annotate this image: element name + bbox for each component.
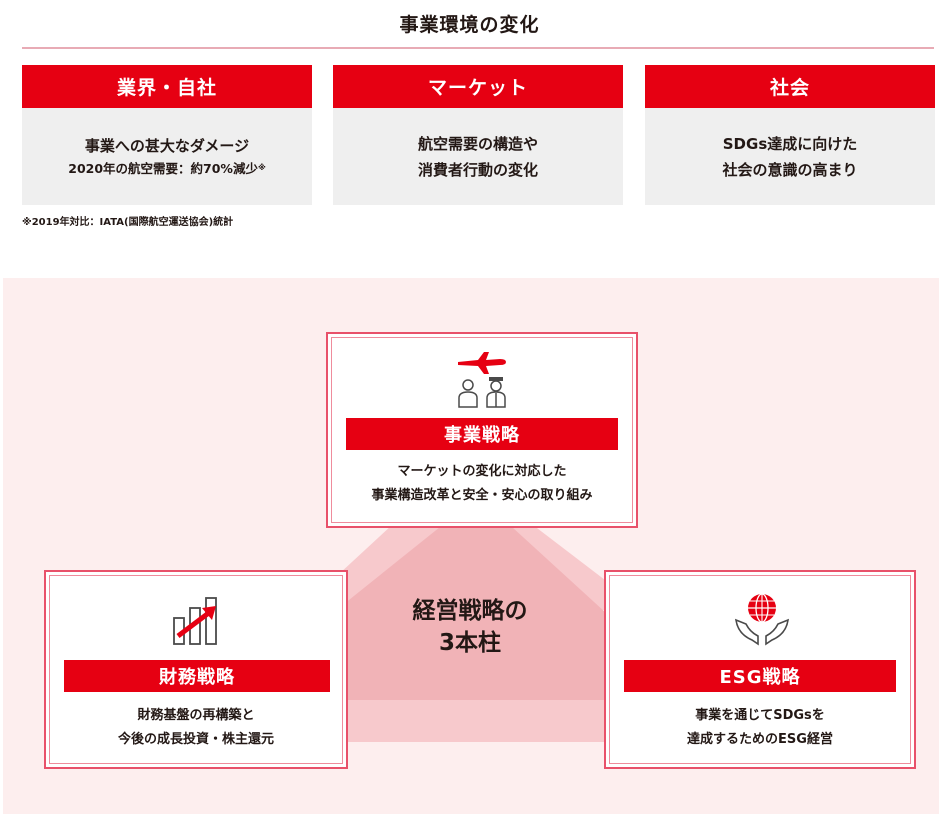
footnote-mark: ※ bbox=[257, 163, 266, 172]
footnote: ※2019年対比：IATA(国際航空運送協会)統計 bbox=[22, 217, 234, 228]
airplane-staff-icon bbox=[458, 352, 506, 408]
env-card-subtext-value: 2020年の航空需要：約70%減少 bbox=[68, 161, 258, 176]
center-heading: 経営戦略の 3本柱 bbox=[370, 595, 570, 659]
env-card-body: SDGs達成に向けた 社会の意識の高まり bbox=[645, 108, 935, 205]
env-card-market: マーケット 航空需要の構造や 消費者行動の変化 bbox=[333, 65, 623, 205]
pillar-label: 財務戦略 bbox=[64, 660, 330, 692]
pillar-business-strategy: 事業戦略 マーケットの変化に対応した 事業構造改革と安全・安心の取り組み bbox=[326, 332, 638, 528]
pillar-description-line: 達成するためのESG経営 bbox=[687, 732, 833, 747]
env-card-industry: 業界・自社 事業への甚大なダメージ 2020年の航空需要：約70%減少※ bbox=[22, 65, 312, 205]
env-card-text: 事業への甚大なダメージ bbox=[84, 137, 250, 155]
env-card-text: SDGs達成に向けた bbox=[722, 134, 858, 153]
triangle-center bbox=[334, 527, 605, 700]
triangle-bottom-band bbox=[334, 700, 605, 742]
pillar-description-line: 事業を通じてSDGsを bbox=[695, 708, 825, 723]
env-card-text: 消費者行動の変化 bbox=[417, 160, 538, 179]
pillar-description: 財務基盤の再構築と 今後の成長投資・株主還元 bbox=[46, 704, 346, 752]
env-card-heading: 社会 bbox=[645, 65, 935, 108]
pillar-label: ESG戦略 bbox=[624, 660, 896, 692]
section-title: 事業環境の変化 bbox=[399, 14, 540, 36]
center-heading-line: 経営戦略の bbox=[412, 598, 528, 624]
pillar-description-line: 今後の成長投資・株主還元 bbox=[117, 732, 274, 747]
pillar-description-line: 財務基盤の再構築と bbox=[137, 708, 255, 723]
pillar-description-line: マーケットの変化に対応した bbox=[397, 464, 567, 479]
env-card-society: 社会 SDGs達成に向けた 社会の意識の高まり bbox=[645, 65, 935, 205]
env-card-text: 航空需要の構造や bbox=[417, 134, 538, 153]
globe-hands-icon bbox=[735, 593, 789, 646]
env-card-heading: マーケット bbox=[333, 65, 623, 108]
pillar-finance-strategy: 財務戦略 財務基盤の再構築と 今後の成長投資・株主還元 bbox=[44, 570, 348, 769]
center-heading-line: 3本柱 bbox=[438, 630, 501, 656]
growth-chart-icon bbox=[173, 597, 217, 645]
pillar-description: マーケットの変化に対応した 事業構造改革と安全・安心の取り組み bbox=[328, 460, 636, 508]
env-card-heading: 業界・自社 bbox=[22, 65, 312, 108]
env-card-body: 事業への甚大なダメージ 2020年の航空需要：約70%減少※ bbox=[22, 108, 312, 205]
env-card-text: 社会の意識の高まり bbox=[722, 160, 858, 179]
pillar-esg-strategy: ESG戦略 事業を通じてSDGsを 達成するためのESG経営 bbox=[604, 570, 916, 769]
pillar-description-line: 事業構造改革と安全・安心の取り組み bbox=[371, 488, 593, 503]
title-divider bbox=[22, 47, 934, 49]
pillar-label: 事業戦略 bbox=[346, 418, 618, 450]
pillar-description: 事業を通じてSDGsを 達成するためのESG経営 bbox=[606, 704, 914, 752]
env-card-body: 航空需要の構造や 消費者行動の変化 bbox=[333, 108, 623, 205]
env-card-subtext: 2020年の航空需要：約70%減少※ bbox=[68, 159, 266, 179]
